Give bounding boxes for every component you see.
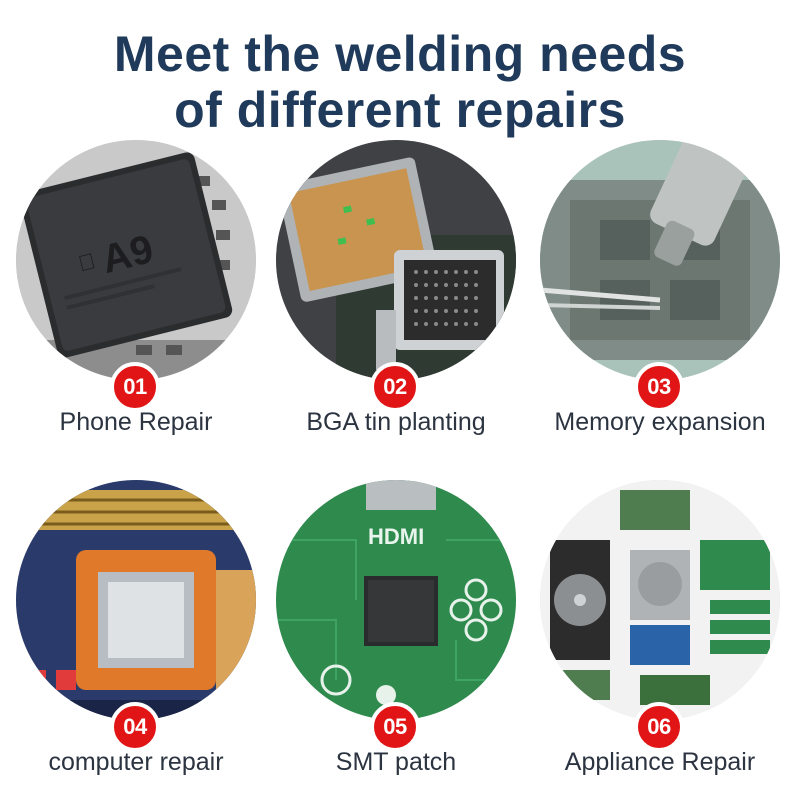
- hdmi-label: HDMI: [368, 524, 424, 549]
- headline-line-1: Meet the welding needs: [113, 26, 687, 82]
- number-badge: 03: [634, 362, 684, 412]
- green-pcb-image: HDMI: [276, 480, 516, 720]
- card-memory-expansion: 03 Memory expansion: [540, 140, 780, 460]
- card-label: computer repair: [48, 748, 224, 776]
- card-label: Phone Repair: [59, 408, 213, 436]
- number-badge: 02: [370, 362, 420, 412]
- bga-board-image: [276, 140, 516, 380]
- number-badge: 01: [110, 362, 160, 412]
- card-label: BGA tin planting: [306, 408, 486, 436]
- card-label: SMT patch: [335, 748, 457, 776]
- phone-chip-image:  A9: [16, 140, 256, 380]
- card-bga-tin-planting: 02 BGA tin planting: [276, 140, 516, 460]
- stencil-rework-image: [540, 140, 780, 380]
- card-phone-repair:  A9 01 Phone Repair: [16, 140, 256, 460]
- number-badge: 06: [634, 702, 684, 752]
- svg-text:: : [76, 248, 98, 276]
- page-headline: Meet the welding needs of different repa…: [0, 26, 800, 138]
- card-appliance-repair: 06 Appliance Repair: [540, 480, 780, 800]
- motherboard-socket-image: [16, 480, 256, 720]
- headline-line-2: of different repairs: [174, 82, 626, 138]
- electronics-collage-image: [540, 480, 780, 720]
- number-badge: 05: [370, 702, 420, 752]
- card-computer-repair: 04 computer repair: [16, 480, 256, 800]
- card-smt-patch: HDMI 05 SMT patch: [276, 480, 516, 800]
- number-badge: 04: [110, 702, 160, 752]
- card-label: Memory expansion: [554, 408, 766, 436]
- card-label: Appliance Repair: [564, 748, 756, 776]
